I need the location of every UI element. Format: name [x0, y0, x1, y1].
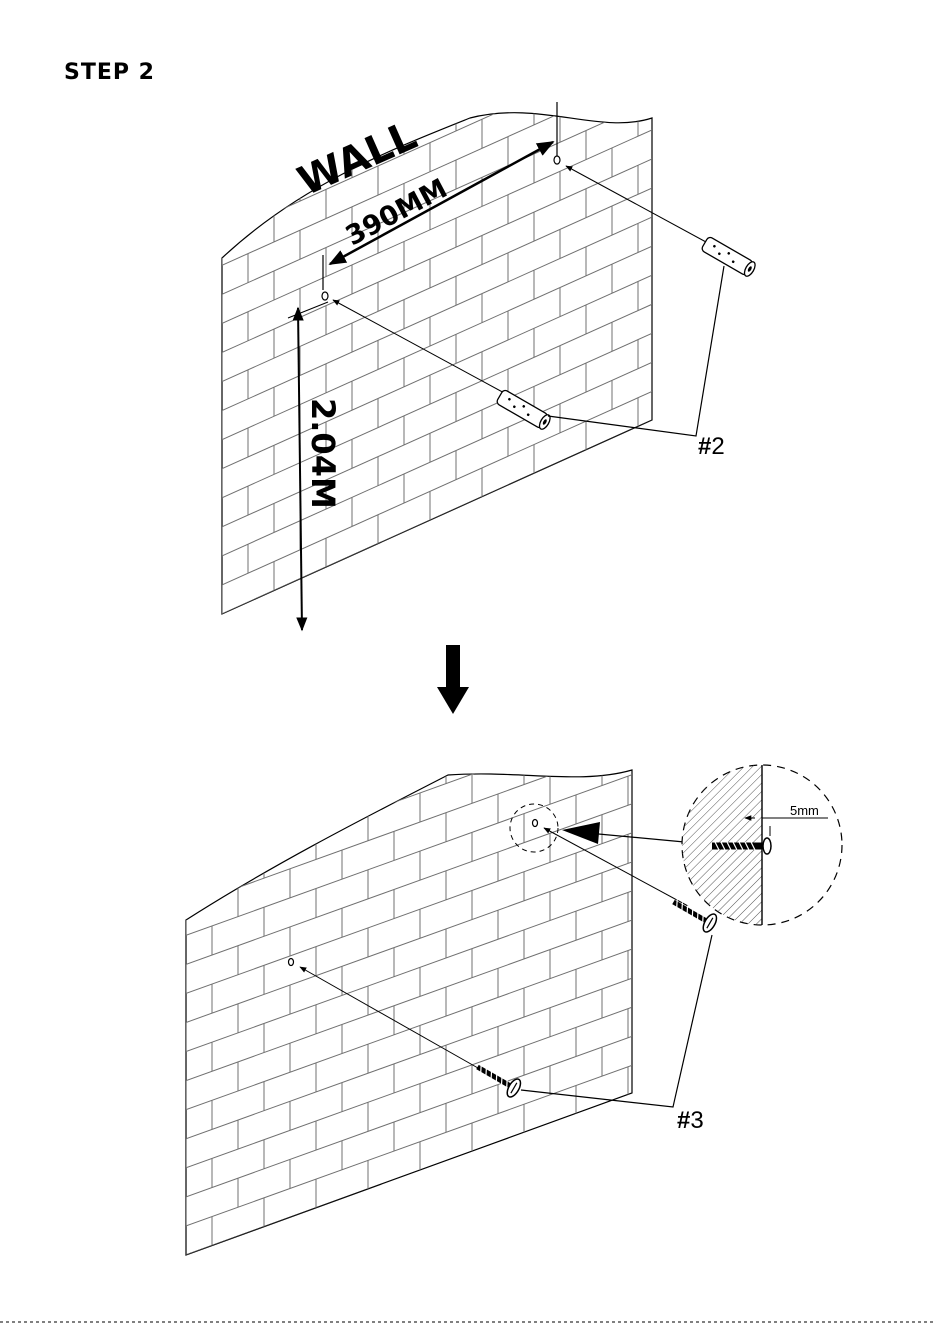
detail-magnified-view: 5mm	[680, 760, 842, 930]
wall-panel-bottom	[186, 629, 632, 1255]
step-title: STEP 2	[64, 60, 155, 85]
drill-hole-left	[322, 292, 328, 300]
drill-hole-right	[554, 156, 560, 164]
wall-panel-top	[222, 0, 652, 614]
screw-hole-right	[533, 820, 538, 827]
next-step-arrow	[437, 645, 469, 714]
brick-course	[222, 0, 652, 120]
detail-gap-label: 5mm	[790, 803, 819, 818]
height-dimension-label: 2.04M	[304, 398, 342, 509]
part-number-screw: #3	[677, 1107, 704, 1134]
part-number-anchor: #2	[698, 433, 725, 460]
wall-anchor-right	[701, 236, 757, 278]
brick-course	[186, 629, 632, 790]
screw-hole-left	[289, 959, 294, 966]
